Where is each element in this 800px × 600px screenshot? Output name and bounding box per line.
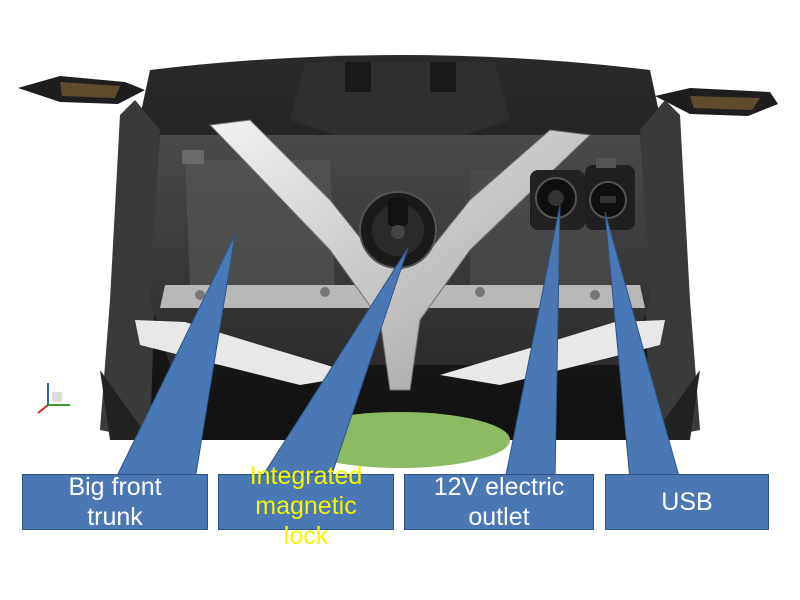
right-grip-mount xyxy=(430,62,456,92)
rail-bolt xyxy=(590,290,600,300)
lock-cylinder-icon xyxy=(359,191,437,269)
12v-socket-icon xyxy=(530,170,585,230)
electric-outlet-text: 12V electric outlet xyxy=(433,473,565,531)
usb-text: USB xyxy=(661,488,713,516)
left-fairing xyxy=(100,100,160,440)
rail-bolt xyxy=(475,287,485,297)
usb-socket-icon xyxy=(585,158,635,230)
rail-bolt xyxy=(320,287,330,297)
left-grip-mount xyxy=(345,62,371,92)
usb-label: USB xyxy=(605,474,769,530)
handlebar-housing xyxy=(290,62,510,138)
big-front-trunk-text: Big front trunk xyxy=(68,473,162,531)
left-indicator xyxy=(18,76,145,104)
magnetic-lock-label: Integrated magnetic lock xyxy=(218,462,394,550)
right-fairing xyxy=(640,100,700,440)
v-brace xyxy=(208,119,592,391)
right-indicator xyxy=(655,88,778,116)
big-front-trunk-label: Big front trunk xyxy=(22,473,208,531)
latch-icon xyxy=(182,150,204,164)
axis-triad-icon xyxy=(37,383,70,414)
electric-outlet-label: 12V electric outlet xyxy=(404,473,594,531)
magnetic-lock-text: Integrated magnetic lock xyxy=(249,462,363,550)
rail-bolt xyxy=(195,290,205,300)
